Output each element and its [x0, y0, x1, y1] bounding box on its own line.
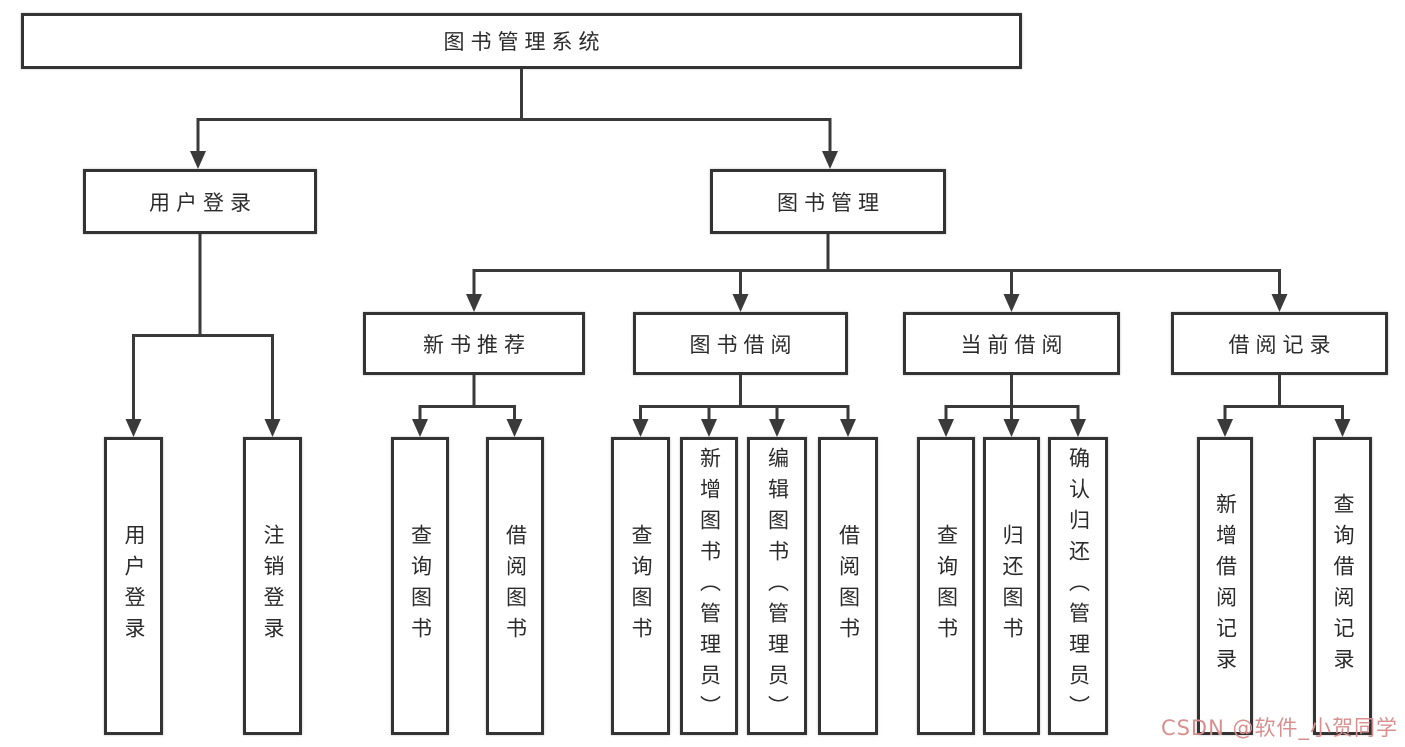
node-user-login-label: 用户登录	[149, 190, 257, 215]
node-new-book-recommend-label: 新书推荐	[423, 332, 531, 357]
connector-current-borrow-branch	[938, 375, 1086, 437]
leaf-records-query-borrow-record: 查询借阅记录	[1313, 437, 1372, 735]
leaf-user-login-label: 用户登录	[122, 524, 146, 648]
connector-new-book-branch	[412, 375, 523, 437]
leaf-current-return-books-label: 归还图书	[1000, 524, 1024, 648]
node-borrow-records-label: 借阅记录	[1228, 332, 1337, 357]
node-current-borrowing-label: 当前借阅	[960, 332, 1069, 357]
leaf-newbook-borrow-books-label: 借阅图书	[503, 524, 528, 648]
leaf-current-query-books-label: 查询图书	[934, 524, 959, 648]
leaf-newbook-borrow-books: 借阅图书	[486, 437, 544, 735]
leaf-borrowing-borrow-books-label: 借阅图书	[836, 524, 861, 648]
leaf-newbook-query-books: 查询图书	[391, 437, 449, 735]
leaf-records-add-borrow-record: 新增借阅记录	[1197, 437, 1253, 735]
leaf-records-add-borrow-record-label: 新增借阅记录	[1213, 493, 1238, 679]
leaf-borrowing-edit-books-admin-label: 编辑图书（管理员）	[765, 446, 790, 726]
leaf-records-query-borrow-record-label: 查询借阅记录	[1331, 493, 1355, 679]
leaf-current-return-books: 归还图书	[983, 437, 1040, 735]
csdn-watermark: CSDN @软件_小贺同学	[1160, 716, 1398, 740]
connector-borrow-records-branch	[1217, 375, 1351, 437]
node-book-borrowing: 图书借阅	[633, 312, 848, 375]
node-book-borrowing-label: 图书借阅	[689, 332, 798, 357]
connector-book-management-branch	[466, 234, 1288, 312]
leaf-current-confirm-return-admin: 确认归还（管理员）	[1048, 437, 1108, 735]
node-book-management-label: 图书管理	[777, 190, 885, 215]
leaf-borrowing-query-books: 查询图书	[611, 437, 670, 735]
node-root-system: 图书管理系统	[21, 13, 1022, 69]
node-user-login: 用户登录	[83, 169, 317, 234]
leaf-user-login: 用户登录	[104, 437, 163, 735]
leaf-borrowing-add-books-admin-label: 新增图书（管理员）	[697, 446, 722, 726]
connector-root-branch	[190, 69, 838, 169]
node-new-book-recommend: 新书推荐	[363, 312, 585, 375]
leaf-logout-label: 注销登录	[261, 524, 285, 648]
leaf-borrowing-query-books-label: 查询图书	[629, 524, 653, 648]
node-borrow-records: 借阅记录	[1171, 312, 1388, 375]
leaf-newbook-query-books-label: 查询图书	[408, 524, 433, 648]
leaf-current-query-books: 查询图书	[917, 437, 975, 735]
leaf-borrowing-edit-books-admin: 编辑图书（管理员）	[747, 437, 807, 735]
leaf-current-confirm-return-admin-label: 确认归还（管理员）	[1066, 446, 1091, 726]
node-root-label: 图书管理系统	[443, 30, 606, 54]
node-current-borrowing: 当前借阅	[903, 312, 1120, 375]
connector-book-borrow-branch	[632, 375, 856, 437]
leaf-logout: 注销登录	[243, 437, 302, 735]
leaf-borrowing-borrow-books: 借阅图书	[818, 437, 878, 735]
leaf-borrowing-add-books-admin: 新增图书（管理员）	[680, 437, 738, 735]
connector-user-login-branch	[125, 234, 281, 437]
node-book-management: 图书管理	[710, 169, 946, 234]
